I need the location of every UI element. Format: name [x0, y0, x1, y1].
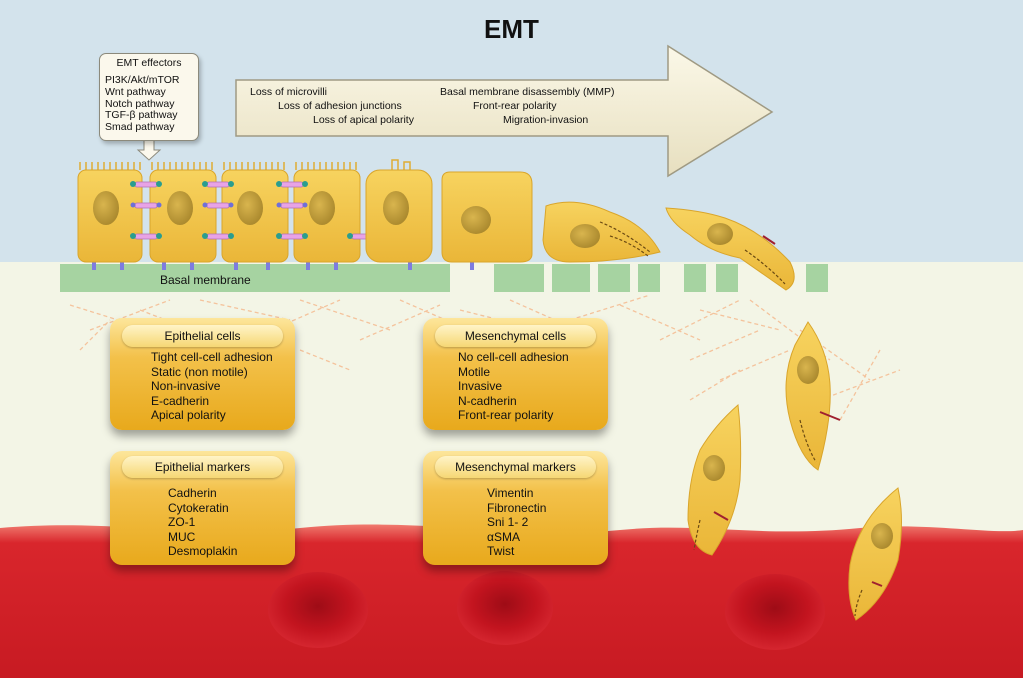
arrow-label-basal-disassembly: Basal membrane disassembly (MMP)	[440, 86, 615, 98]
effector-item: PI3K/Akt/mTOR	[105, 74, 180, 86]
emt-progression-arrow	[235, 44, 774, 178]
epithelial-cell	[221, 162, 289, 263]
epithelial-markers-list: Cadherin Cytokeratin ZO-1 MUC Desmoplaki…	[168, 486, 237, 559]
mesenchymal-markers-title: Mesenchymal markers	[435, 456, 596, 478]
basal-membrane	[60, 264, 828, 292]
list-item: Front-rear polarity	[458, 408, 554, 423]
mesenchymal-cells-title: Mesenchymal cells	[435, 325, 596, 347]
migrating-cell	[785, 321, 841, 471]
list-item: E-cadherin	[151, 393, 210, 408]
list-item: ZO-1	[168, 515, 196, 530]
intravasating-cell	[848, 487, 902, 621]
effector-item: Wnt pathway	[105, 85, 166, 98]
red-blood-cell	[457, 571, 553, 645]
epithelial-cell	[293, 162, 361, 263]
integrins	[92, 258, 474, 270]
effector-item: Notch pathway	[105, 97, 175, 110]
list-item: Cytokeratin	[168, 500, 229, 515]
emt-effectors-box: EMT effectors PI3K/Akt/mTOR Wnt pathway …	[99, 53, 199, 141]
list-item: Twist	[487, 544, 515, 559]
mesenchymal-cells-list: No cell-cell adhesion Motile Invasive N-…	[458, 350, 569, 423]
red-blood-cell	[268, 572, 368, 648]
epithelial-markers-title: Epithelial markers	[122, 456, 283, 478]
epithelial-cell	[77, 162, 143, 263]
migrating-cell	[687, 403, 742, 556]
list-item: Sni 1- 2	[487, 515, 529, 530]
epithelial-cell	[149, 162, 217, 263]
arrow-label-front-rear: Front-rear polarity	[473, 100, 557, 112]
list-item: Invasive	[458, 379, 503, 394]
migrating-cell	[665, 207, 795, 291]
transitioning-cell	[441, 171, 533, 263]
mesenchymal-cells-card: Mesenchymal cells No cell-cell adhesion …	[423, 318, 608, 430]
list-item: Motile	[458, 364, 491, 379]
list-item: Static (non motile)	[151, 364, 248, 379]
list-item: MUC	[168, 529, 196, 544]
epithelial-markers-card: Epithelial markers Cadherin Cytokeratin …	[110, 451, 295, 565]
cell-junctions	[130, 181, 379, 240]
transitioning-cell	[365, 159, 433, 263]
list-item: Cadherin	[168, 486, 217, 500]
list-item: Fibronectin	[487, 500, 547, 515]
arrow-label-loss-microvilli: Loss of microvilli	[250, 86, 328, 98]
basal-membrane-label: Basal membrane	[160, 273, 251, 287]
epithelial-cells-title: Epithelial cells	[122, 325, 283, 347]
emt-effectors-title: EMT effectors	[116, 57, 182, 69]
arrow-label-loss-adhesion: Loss of adhesion junctions	[278, 100, 402, 112]
epithelial-cells-card: Epithelial cells Tight cell-cell adhesio…	[110, 318, 295, 430]
diagram-title: EMT	[484, 14, 539, 44]
list-item: No cell-cell adhesion	[458, 350, 569, 364]
mesenchymal-cell	[542, 201, 661, 263]
list-item: N-cadherin	[458, 393, 517, 408]
red-blood-cell	[725, 574, 825, 650]
list-item: Tight cell-cell adhesion	[151, 350, 273, 364]
mesenchymal-markers-card: Mesenchymal markers Vimentin Fibronectin…	[423, 451, 608, 565]
list-item: Non-invasive	[151, 379, 221, 394]
list-item: αSMA	[487, 529, 520, 544]
effector-item: Smad pathway	[105, 121, 175, 134]
list-item: Apical polarity	[151, 408, 226, 423]
epithelial-cells-list: Tight cell-cell adhesion Static (non mot…	[151, 350, 273, 423]
mesenchymal-markers-list: Vimentin Fibronectin Sni 1- 2 αSMA Twist	[487, 486, 546, 559]
arrow-label-migration: Migration-invasion	[503, 114, 589, 126]
arrow-label-loss-polarity: Loss of apical polarity	[313, 114, 414, 126]
list-item: Desmoplakin	[168, 544, 238, 559]
list-item: Vimentin	[487, 486, 534, 500]
effector-item: TGF-β pathway	[105, 109, 178, 122]
